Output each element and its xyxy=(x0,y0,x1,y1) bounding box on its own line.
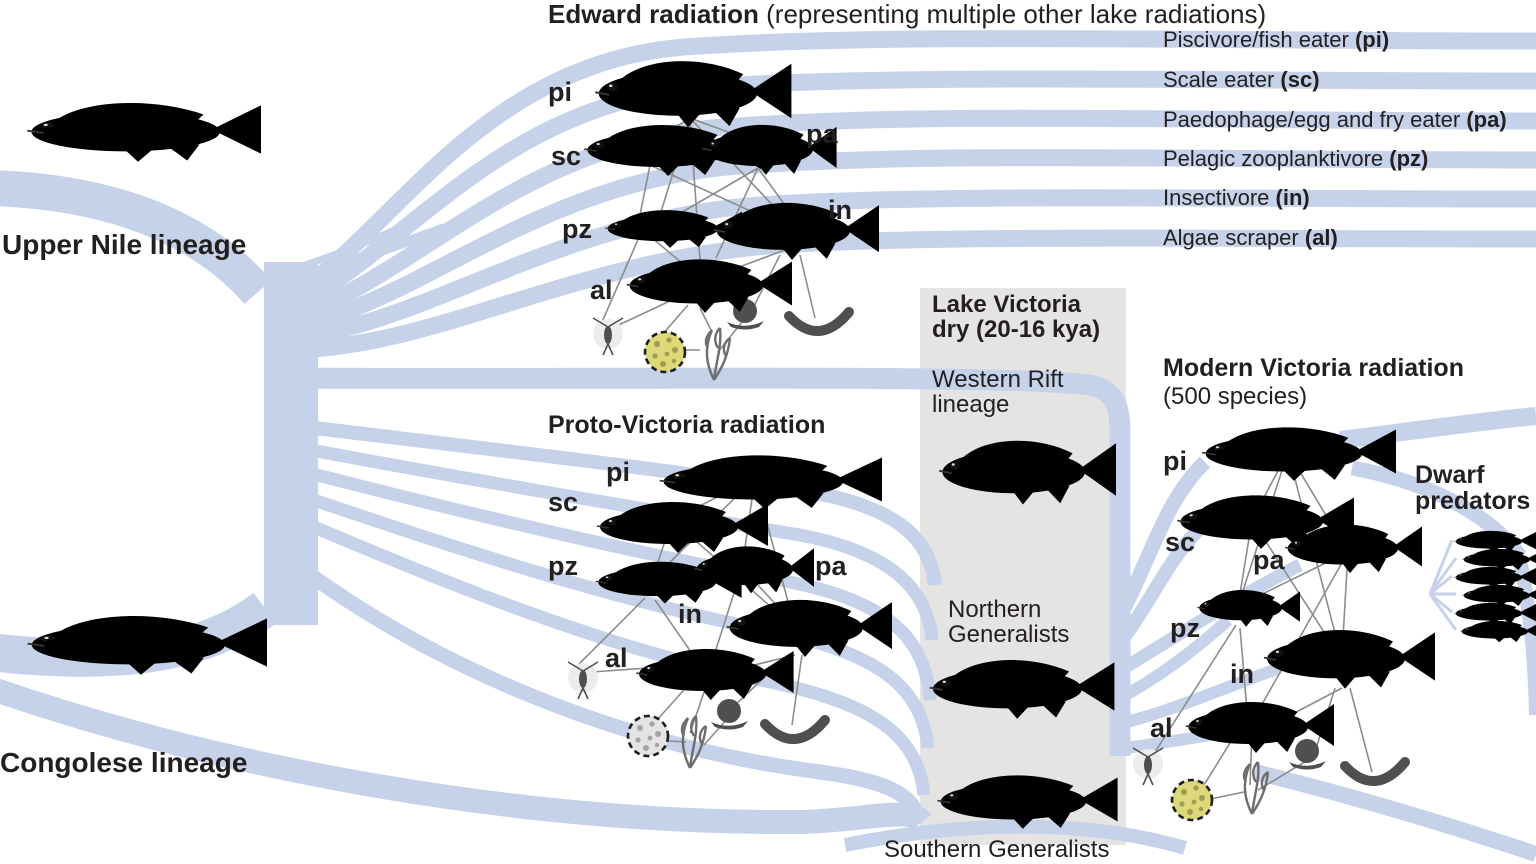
modern-victoria-subtitle: (500 species) xyxy=(1163,383,1308,410)
figure-title: Edward radiation (representing multiple … xyxy=(548,0,1267,29)
phytoplankton-ball-icon xyxy=(643,330,687,374)
modern-victoria-title: Modern Victoria radiation xyxy=(1163,354,1464,382)
modern-in-label: in xyxy=(1230,659,1254,689)
edward-al-label: al xyxy=(590,275,613,305)
upper-nile-lineage-label: Upper Nile lineage xyxy=(2,229,247,260)
northern-generalists-label: Northern Generalists xyxy=(948,596,1070,648)
insect-larva-icon xyxy=(765,720,825,739)
modern-pi-label: pi xyxy=(1163,446,1187,476)
ribbon-western-rift xyxy=(289,367,1131,756)
edward-pa-label: pa xyxy=(806,119,838,149)
legend-scale-eater: Scale eater (sc) xyxy=(1163,67,1320,92)
proto-pi-label: pi xyxy=(606,457,630,487)
proto-al-label: al xyxy=(605,643,628,673)
modern-sc-label: sc xyxy=(1165,527,1196,557)
proto-pz-label: pz xyxy=(548,551,578,581)
zooplankton-copepod-icon xyxy=(1132,747,1164,786)
modern-pa-label: pa xyxy=(1253,545,1285,575)
dwarf-predators-label: Dwarf predators xyxy=(1415,461,1531,515)
ribbon-upper-nile xyxy=(0,170,272,305)
proto-victoria-title: Proto-Victoria radiation xyxy=(548,411,826,439)
edward-radiation-subtitle: (representing multiple other lake radiat… xyxy=(758,0,1267,29)
proto-pa-label: pa xyxy=(815,551,847,581)
snail-icon xyxy=(1289,739,1326,770)
edward-sc-label: sc xyxy=(551,141,582,171)
western-rift-label: Western Rift lineage xyxy=(932,366,1064,418)
southern-generalists-label: Southern Generalists xyxy=(884,836,1110,863)
legend-paedophage: Paedophage/egg and fry eater (pa) xyxy=(1163,107,1507,132)
edward-pz-label: pz xyxy=(562,214,592,244)
phytoplankton-ball-icon xyxy=(626,714,670,758)
snail-icon xyxy=(711,699,748,730)
legend-algae-scraper: Algae scraper (al) xyxy=(1163,225,1338,250)
edward-pi-label: pi xyxy=(548,77,572,107)
upper-nile-lineage-fish xyxy=(25,101,263,164)
congolese-lineage-label: Congolese lineage xyxy=(0,747,248,778)
dwarf-fan-lines xyxy=(1428,539,1458,631)
phytoplankton-ball-icon xyxy=(1170,778,1214,822)
modern-food-web-lines xyxy=(1149,451,1373,803)
insect-larva-icon xyxy=(789,312,849,331)
edward-radiation-title: Edward radiation xyxy=(548,0,759,29)
edward-in-label: in xyxy=(828,195,852,225)
modern-pz-label: pz xyxy=(1170,613,1200,643)
legend-insectivore: Insectivore (in) xyxy=(1163,185,1310,210)
insect-larva-icon xyxy=(1345,762,1405,781)
proto-sc-label: sc xyxy=(548,487,579,517)
legend-zooplanktivore: Pelagic zooplanktivore (pz) xyxy=(1163,146,1429,171)
modern-al-label: al xyxy=(1150,713,1173,743)
zooplankton-copepod-icon xyxy=(567,661,599,700)
lake-victoria-dry-title: Lake Victoria dry (20-16 kya) xyxy=(932,291,1101,343)
zooplankton-copepod-icon xyxy=(592,317,624,356)
proto-in-label: in xyxy=(678,599,702,629)
modern-in-fish xyxy=(1262,628,1437,690)
legend-piscivore: Piscivore/fish eater (pi) xyxy=(1163,27,1390,52)
